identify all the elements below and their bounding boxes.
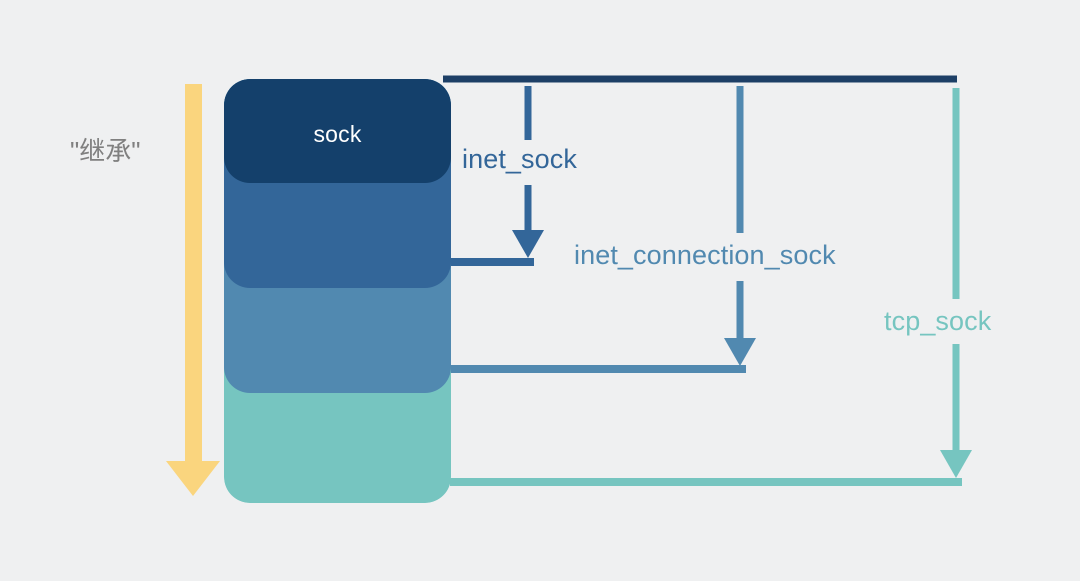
inheritance-annotation-label: "继承" xyxy=(70,136,141,166)
struct-layer-sock[interactable] xyxy=(224,79,451,183)
edge-label-inet-sock: inet_sock xyxy=(462,144,577,174)
inet-sock-arrowhead xyxy=(512,230,544,258)
inheritance-direction-arrow xyxy=(166,84,220,496)
tcp-sock-arrowhead xyxy=(940,450,972,478)
edge-label-inet-connection-sock: inet_connection_sock xyxy=(574,240,836,270)
inet-connection-sock-arrowhead xyxy=(724,338,756,366)
edge-label-tcp-sock: tcp_sock xyxy=(884,306,992,336)
sock-struct-memory-layout: sock xyxy=(224,79,451,503)
struct-layer-sock-label: sock xyxy=(313,121,362,147)
